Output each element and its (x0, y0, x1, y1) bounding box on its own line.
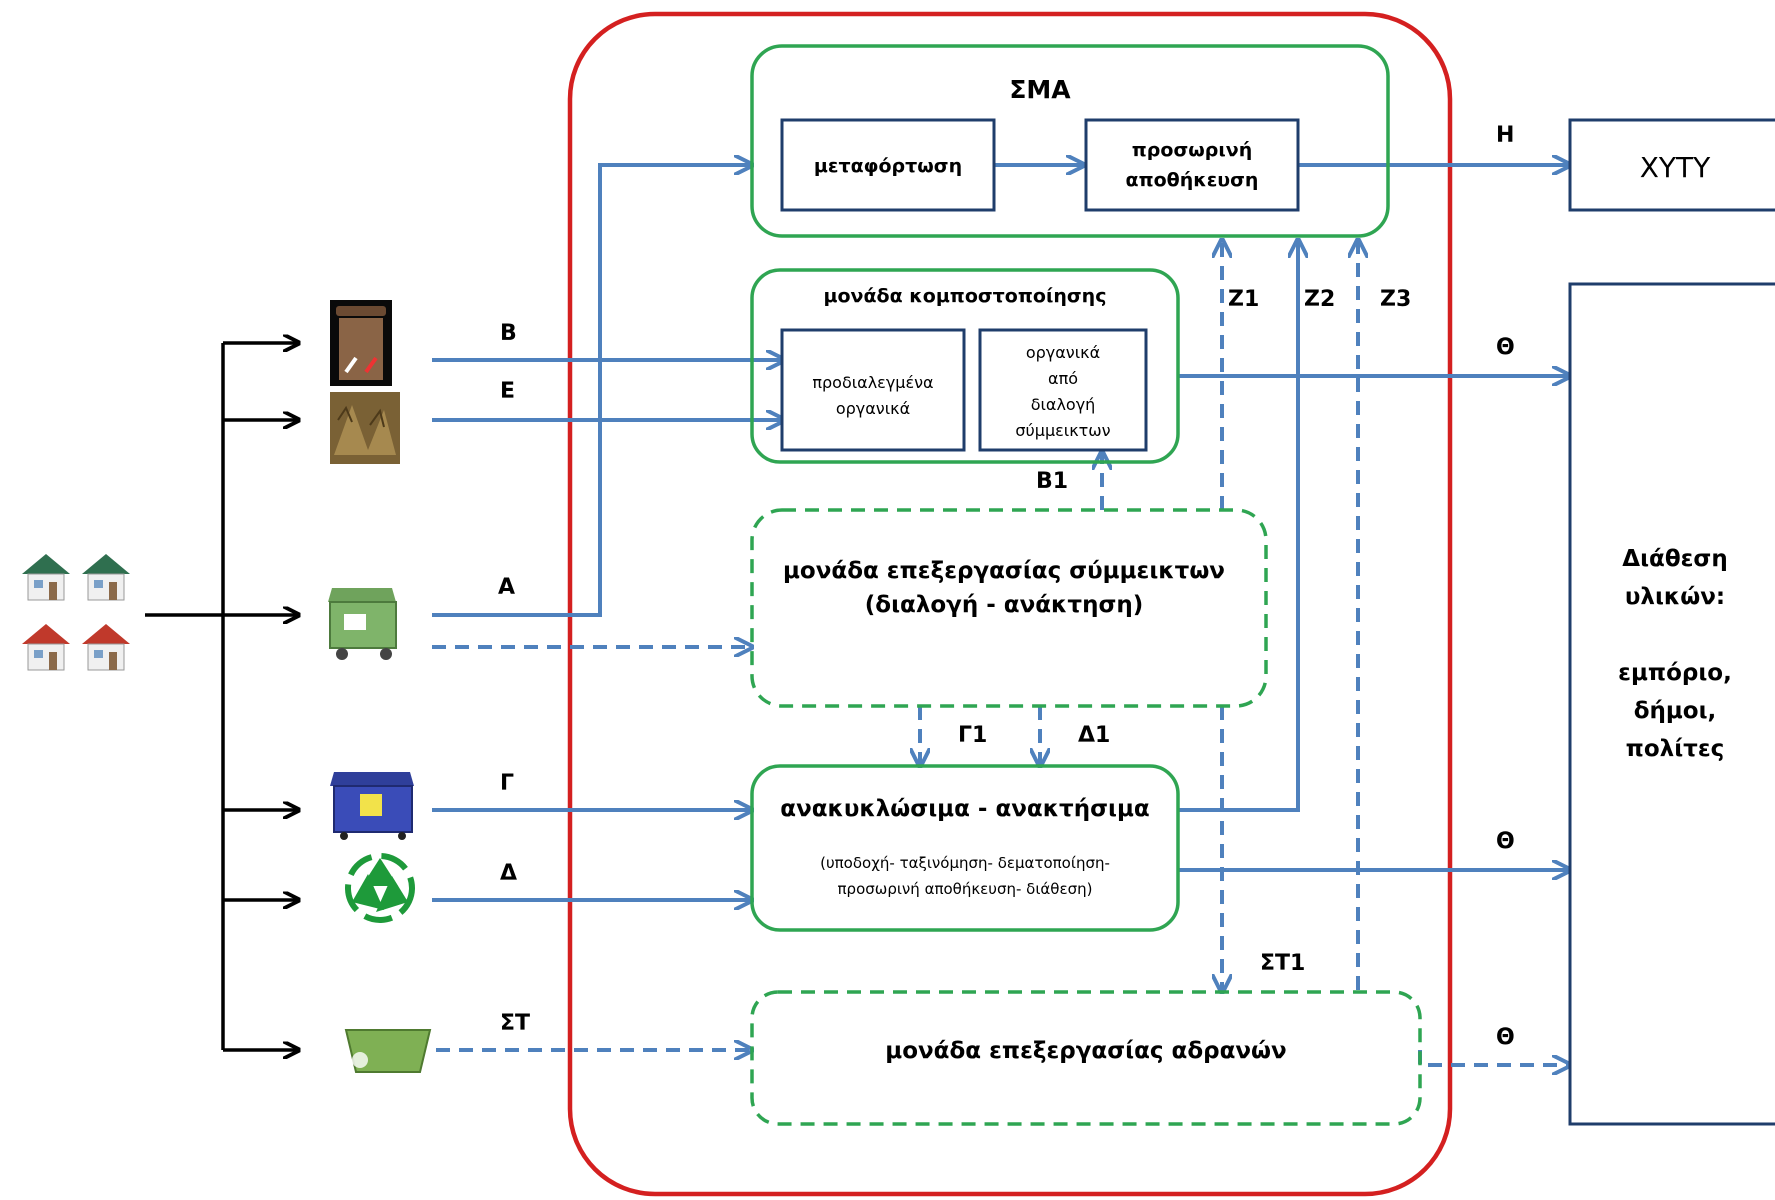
flow-label-g1: Γ1 (958, 723, 987, 748)
recyclables-box (750, 764, 1180, 932)
recyclables-sub2: προσωρινή αποθήκευση- διάθεση) (838, 880, 1093, 898)
dashed-flows (432, 242, 1568, 1065)
green-bin-icon (328, 588, 397, 660)
flow-label-g: Γ (500, 771, 514, 796)
landfill-box (1568, 118, 1775, 212)
recyclables-sub1: (υποδοχή- ταξινόμηση- δεματοποίηση- (820, 854, 1110, 872)
skip-container-icon (342, 1020, 434, 1078)
storage-label-line2: αποθήκευση (1126, 169, 1259, 191)
storage-label-line1: προσωρινή (1132, 139, 1252, 161)
flow-label-theta-inert: Θ (1496, 1025, 1515, 1050)
mixed-organics-line1: οργανικά (1026, 343, 1100, 362)
transfer-box (780, 118, 996, 212)
solid-flows (432, 165, 1568, 900)
disposal-line5: πολίτες (1626, 736, 1725, 762)
presorted-line1: προδιαλεγμένα (812, 373, 933, 392)
flow-label-z3: Ζ3 (1380, 287, 1411, 312)
disposal-line3: εμπόριο, (1618, 660, 1732, 686)
flow-label-b1: Β1 (1036, 469, 1068, 494)
mixed-organics-line2: από (1048, 369, 1078, 388)
compost-box (750, 268, 1180, 464)
mixed-unit-line1: μονάδα επεξεργασίας σύμμεικτων (783, 558, 1225, 584)
flow-label-e: Ε (500, 379, 515, 404)
presorted-box (780, 328, 966, 452)
disposal-box (1568, 282, 1775, 1126)
storage-box (1084, 118, 1300, 212)
flow-label-theta-compost: Θ (1496, 335, 1515, 360)
flow-label-theta-recyclables: Θ (1496, 829, 1515, 854)
mixed-organics-line4: σύμμεικτων (1015, 421, 1110, 440)
flow-label-st: ΣΤ (500, 1011, 530, 1036)
flow-label-st1: ΣΤ1 (1260, 951, 1305, 976)
recyclables-title: ανακυκλώσιμα - ανακτήσιμα (780, 796, 1149, 822)
disposal-line4: δήμοι, (1634, 698, 1717, 724)
brown-bin-icon (330, 300, 392, 386)
sma-title: ΣΜΑ (1009, 75, 1071, 104)
transfer-label: μεταφόρτωση (814, 155, 962, 177)
presorted-line2: οργανικά (836, 399, 910, 418)
facility-boundary (567, 11, 1453, 1197)
garden-waste-icon (330, 392, 400, 464)
recycle-icon (344, 852, 416, 924)
landfill-label: ΧΥΤΥ (1640, 151, 1711, 184)
flow-label-d: Δ (500, 861, 517, 886)
flow-label-a: Α (498, 575, 515, 600)
flow-labels: Β Ε Α Γ Δ ΣΤ Η Θ Θ Θ Ζ1 Ζ2 Ζ3 Β1 Γ1 Δ1 Σ… (498, 123, 1515, 1050)
mixed-unit-line2: (διαλογή - ανάκτηση) (865, 592, 1144, 618)
sma-box (750, 44, 1390, 238)
disposal-line1: Διάθεση (1622, 546, 1727, 572)
inert-unit-title: μονάδα επεξεργασίας αδρανών (885, 1038, 1286, 1064)
disposal-line2: υλικών: (1625, 584, 1725, 610)
distribution-arrows (145, 343, 297, 1050)
blue-bin-icon (330, 772, 414, 840)
flow-label-h: Η (1496, 123, 1514, 148)
flow-label-b: Β (500, 321, 517, 346)
flow-label-z2: Ζ2 (1304, 287, 1335, 312)
flow-label-d1: Δ1 (1078, 723, 1110, 748)
flow-label-z1: Ζ1 (1228, 287, 1259, 312)
inert-unit-box (750, 990, 1422, 1126)
mixed-unit-box (750, 508, 1268, 708)
houses-icon (22, 554, 130, 671)
mixed-organics-line3: διαλογή (1031, 395, 1096, 414)
mixed-organics-box (978, 328, 1148, 452)
compost-title: μονάδα κομποστοποίησης (824, 285, 1107, 307)
